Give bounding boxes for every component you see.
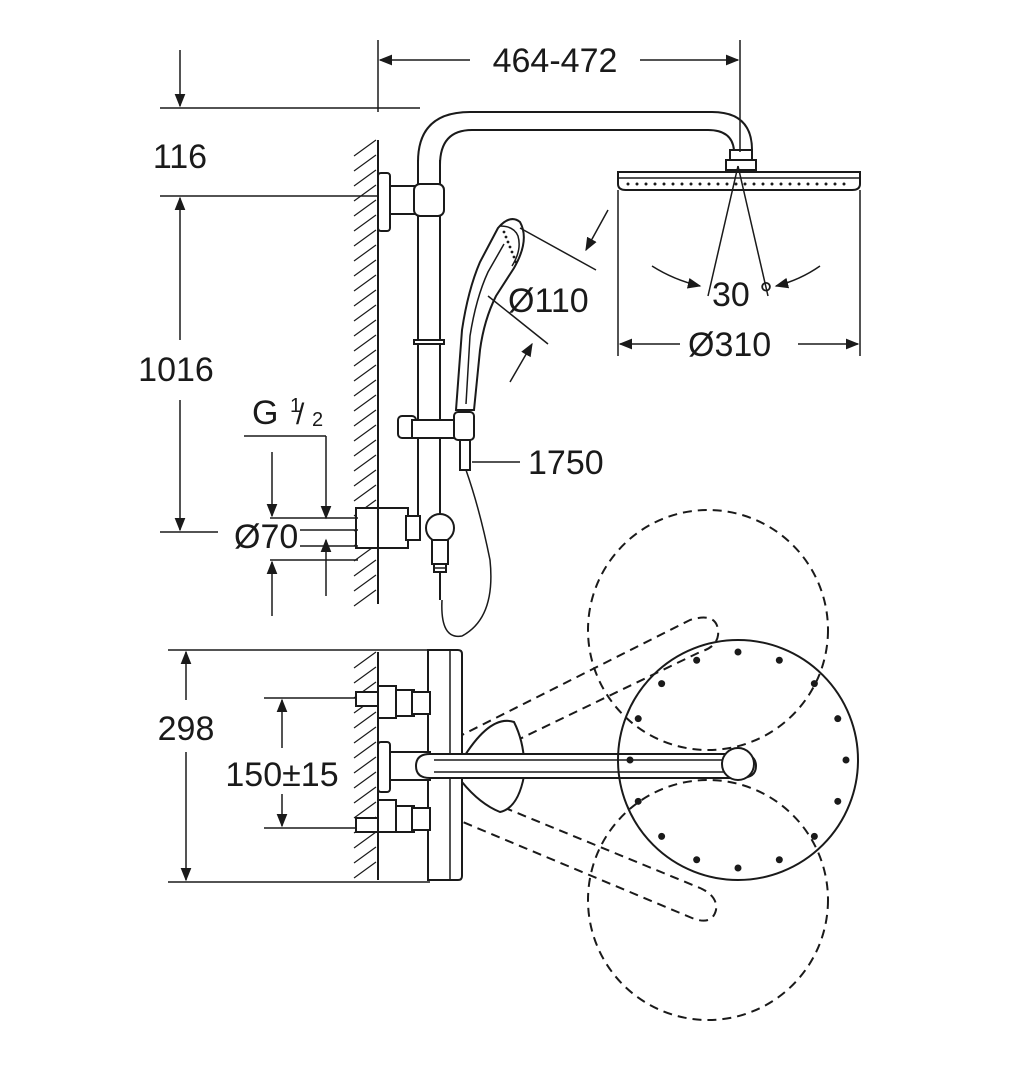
head-dia-label: Ø310 xyxy=(688,326,771,364)
thread-g-label: G xyxy=(252,394,278,432)
thread-denominator: 2 xyxy=(312,409,323,431)
slider-holder xyxy=(397,411,475,471)
dim-width: 464-472 xyxy=(377,40,741,152)
dim-thread: G 1 / 2 xyxy=(244,394,332,596)
arm-height-label: 116 xyxy=(153,138,207,176)
wall-top-view xyxy=(353,651,379,880)
inlet-dia-label: Ø70 xyxy=(234,518,298,556)
svg-text:/: / xyxy=(296,398,305,431)
arm-top-view xyxy=(414,753,758,779)
dim-handshower: Ø110 xyxy=(487,209,609,383)
overhead-shower-head xyxy=(617,149,861,191)
thread-numerator: 1 xyxy=(290,395,301,417)
thermostat-side-view xyxy=(355,507,455,600)
shower-hose xyxy=(441,469,492,638)
handshower-dia-label: Ø110 xyxy=(508,282,589,320)
dim-mixer-depth: 298 xyxy=(158,649,430,883)
dim-bar-height: 1016 xyxy=(138,195,378,533)
riser-pipe xyxy=(413,111,753,520)
dim-arm-height: 116 xyxy=(153,50,420,176)
mixer-depth-label: 298 xyxy=(158,710,215,748)
inlet-spacing-label: 150±15 xyxy=(225,756,338,794)
hand-shower xyxy=(454,218,525,411)
width-range-label: 464-472 xyxy=(493,42,618,80)
dim-head: Ø310 xyxy=(617,190,861,364)
spray-angle-label: 30 ° xyxy=(712,276,773,314)
hose-length-label: 1750 xyxy=(528,444,604,482)
swivel-range xyxy=(455,509,829,1021)
dim-inlet: Ø70 xyxy=(234,452,358,616)
dim-spray-angle: 30 ° xyxy=(651,165,821,314)
head-top-view xyxy=(617,639,859,881)
wall-bracket-top xyxy=(377,172,445,232)
bar-height-label: 1016 xyxy=(138,351,214,389)
dim-inlet-spacing: 150±15 xyxy=(225,697,356,829)
dim-hose: 1750 xyxy=(472,444,604,482)
